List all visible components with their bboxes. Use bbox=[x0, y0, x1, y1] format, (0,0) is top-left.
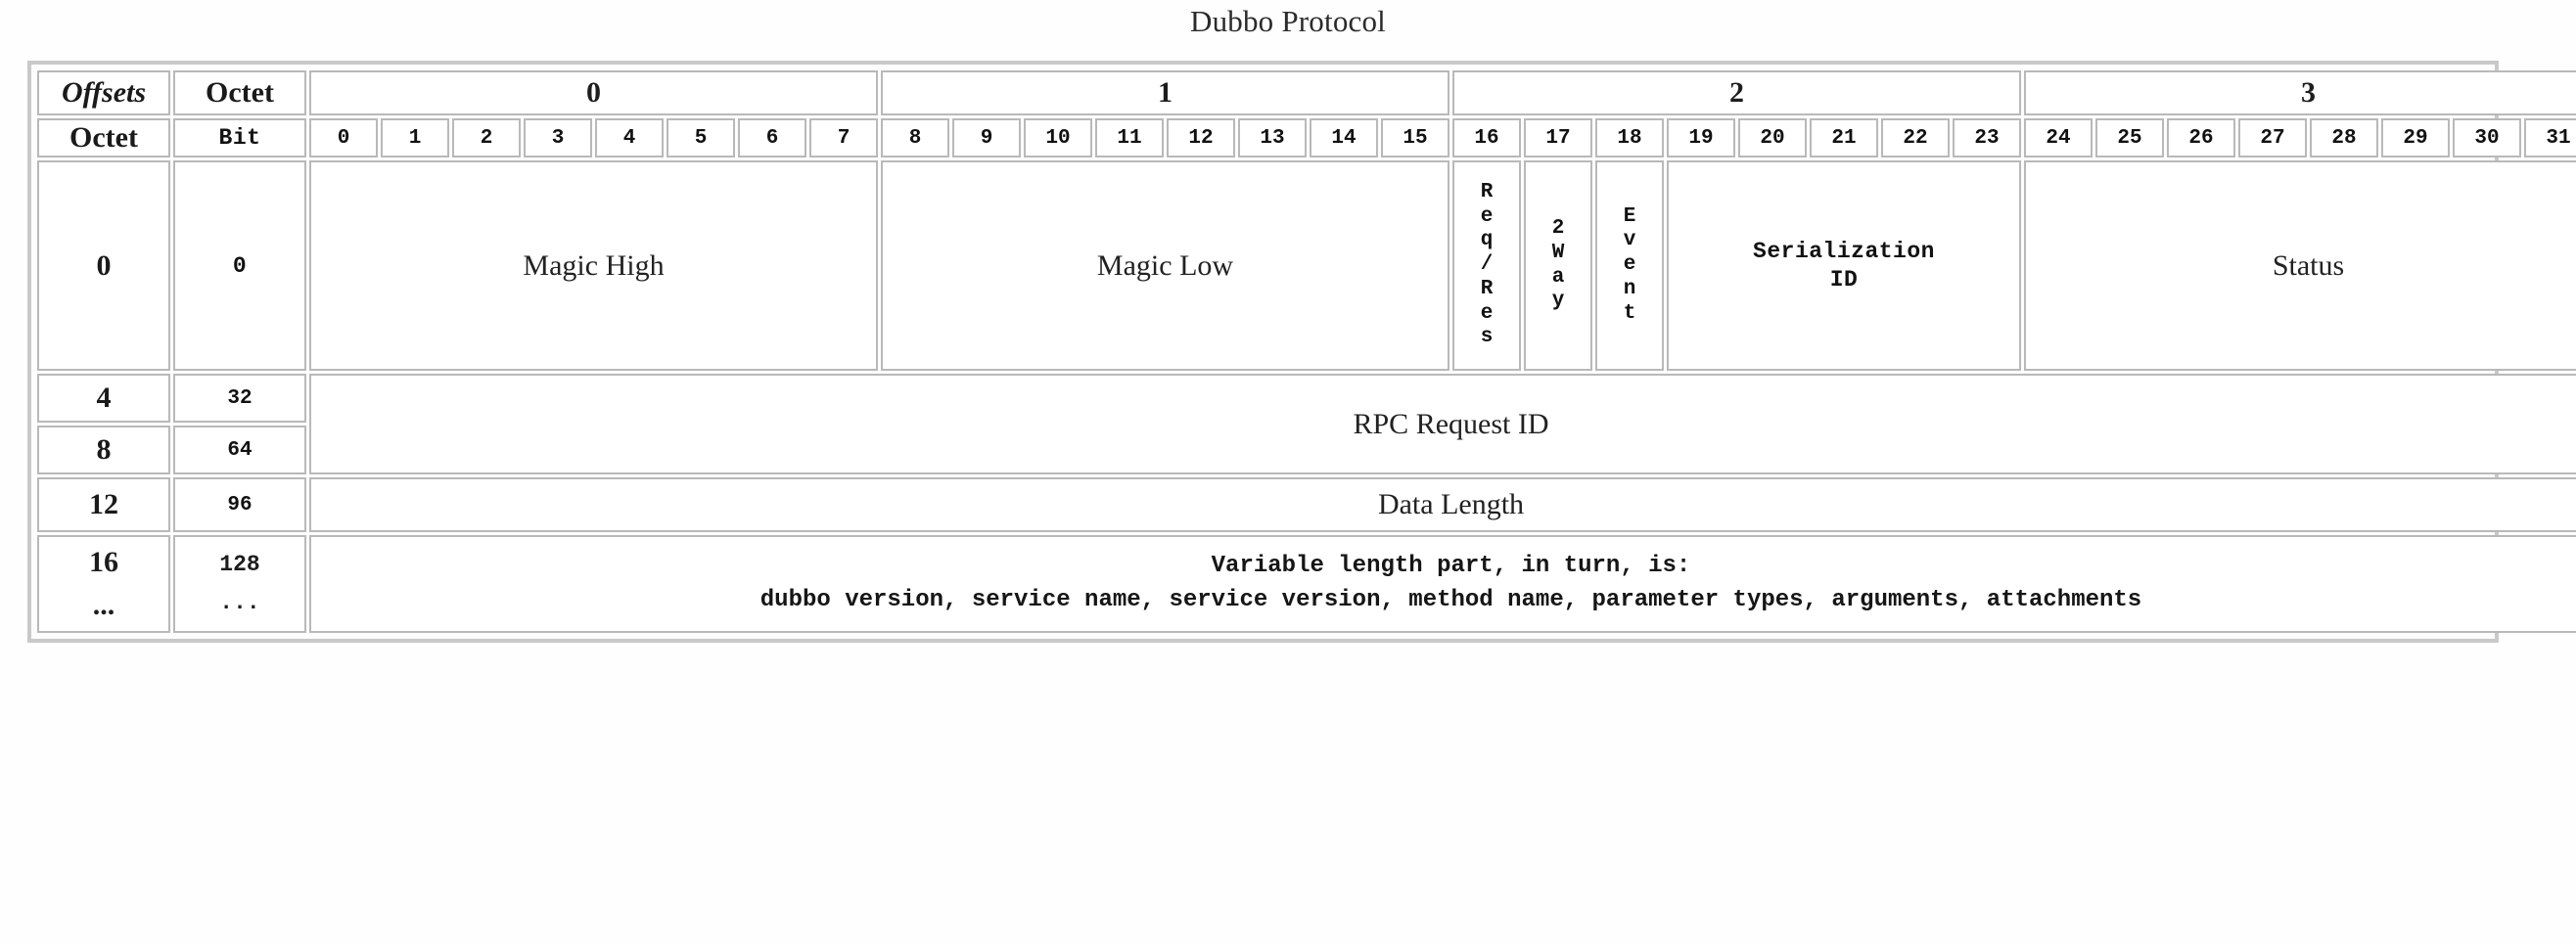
field-serialization-id-label: Serialization ID bbox=[1753, 238, 1935, 292]
bit-label-23: 23 bbox=[1953, 118, 2021, 157]
octet-header: Octet bbox=[173, 70, 306, 115]
req-res-char-2: q bbox=[1480, 229, 1494, 252]
row-octet-offset-12: 12 bbox=[37, 477, 170, 532]
two-way-char-1: W bbox=[1551, 241, 1565, 264]
req-res-char-6: s bbox=[1480, 326, 1494, 349]
bit-label-22: 22 bbox=[1881, 118, 1950, 157]
bit-label-6: 6 bbox=[738, 118, 806, 157]
octet-group-3: 3 bbox=[2024, 70, 2576, 115]
two-way-char-3: y bbox=[1551, 290, 1565, 313]
field-variable-length-part-text: Variable length part, in turn, is: dubbo… bbox=[311, 546, 2576, 622]
row-bit-offset-128-stack: 128 ... bbox=[175, 537, 304, 631]
field-req-res-stack: R e q / R e s bbox=[1454, 162, 1519, 369]
field-two-way: 2 W a y bbox=[1524, 160, 1592, 371]
bit-label-13: 13 bbox=[1238, 118, 1307, 157]
req-res-char-0: R bbox=[1480, 180, 1494, 203]
row-bit-offset-128-value: 128 bbox=[219, 551, 260, 577]
bit-label-5: 5 bbox=[667, 118, 735, 157]
field-serialization-id: Serialization ID bbox=[1667, 160, 2021, 371]
bit-label-26: 26 bbox=[2167, 118, 2235, 157]
bit-label-9: 9 bbox=[952, 118, 1021, 157]
table-row-octet-0: 0 0 Magic High Magic Low R e q / R e s bbox=[37, 160, 2576, 371]
bit-label-8: 8 bbox=[881, 118, 949, 157]
field-event: E v e n t bbox=[1595, 160, 1664, 371]
bit-label-15: 15 bbox=[1381, 118, 1449, 157]
bit-label-19: 19 bbox=[1667, 118, 1735, 157]
variable-part-line-2: dubbo version, service name, service ver… bbox=[759, 587, 2142, 613]
row-bit-offset-64: 64 bbox=[173, 426, 306, 474]
octet-group-0: 0 bbox=[309, 70, 878, 115]
row-bit-offset-32: 32 bbox=[173, 374, 306, 423]
table-row-octet-16: 16 ... 128 ... Variable length part, in … bbox=[37, 535, 2576, 633]
octet-group-2: 2 bbox=[1452, 70, 2021, 115]
bit-label-12: 12 bbox=[1167, 118, 1235, 157]
header-row-bits: Octet Bit 0 1 2 3 4 5 6 7 8 9 10 11 12 1… bbox=[37, 118, 2576, 157]
req-res-char-5: e bbox=[1480, 301, 1494, 325]
req-res-char-1: e bbox=[1480, 204, 1494, 228]
row-octet-offset-4: 4 bbox=[37, 374, 170, 423]
req-res-char-3: / bbox=[1480, 253, 1494, 277]
bit-label-27: 27 bbox=[2238, 118, 2307, 157]
event-char-2: e bbox=[1623, 253, 1636, 277]
row-octet-offset-16: 16 ... bbox=[37, 535, 170, 633]
bit-label-17: 17 bbox=[1524, 118, 1592, 157]
bit-label-4: 4 bbox=[595, 118, 664, 157]
event-char-3: n bbox=[1623, 277, 1636, 300]
row-bit-offset-0: 0 bbox=[173, 160, 306, 371]
two-way-char-2: a bbox=[1551, 265, 1565, 289]
event-char-4: t bbox=[1623, 301, 1636, 325]
table-row-octet-12: 12 96 Data Length bbox=[37, 477, 2576, 532]
row-bit-offset-128: 128 ... bbox=[173, 535, 306, 633]
header-row-octet-groups: Offsets Octet 0 1 2 3 bbox=[37, 70, 2576, 115]
subheader-bit: Bit bbox=[173, 118, 306, 157]
bit-label-16: 16 bbox=[1452, 118, 1521, 157]
bit-label-7: 7 bbox=[809, 118, 878, 157]
row-octet-offset-0: 0 bbox=[37, 160, 170, 371]
bit-label-28: 28 bbox=[2310, 118, 2378, 157]
table-row-octet-4: 4 32 RPC Request ID bbox=[37, 374, 2576, 474]
bit-label-29: 29 bbox=[2381, 118, 2450, 157]
bit-label-25: 25 bbox=[2095, 118, 2164, 157]
bit-label-1: 1 bbox=[381, 118, 449, 157]
offsets-header: Offsets bbox=[37, 70, 170, 115]
bit-label-21: 21 bbox=[1810, 118, 1878, 157]
row-octet-offset-16-stack: 16 ... bbox=[39, 537, 168, 631]
subheader-octet: Octet bbox=[37, 118, 170, 157]
variable-part-line-1: Variable length part, in turn, is: bbox=[1211, 553, 1691, 580]
row-octet-offset-16-continuation: ... bbox=[92, 589, 115, 621]
bit-label-0: 0 bbox=[309, 118, 378, 157]
bit-label-2: 2 bbox=[452, 118, 521, 157]
bit-label-30: 30 bbox=[2453, 118, 2521, 157]
two-way-char-0: 2 bbox=[1551, 216, 1565, 240]
protocol-table-frame: Offsets Octet 0 1 2 3 Octet Bit 0 1 2 3 … bbox=[27, 61, 2576, 643]
field-data-length: Data Length bbox=[309, 477, 2576, 532]
bit-label-11: 11 bbox=[1095, 118, 1164, 157]
row-octet-offset-8: 8 bbox=[37, 426, 170, 474]
field-event-stack: E v e n t bbox=[1597, 162, 1662, 369]
field-magic-low: Magic Low bbox=[881, 160, 1449, 371]
table-row-octet-8: 8 64 bbox=[37, 426, 2576, 474]
bit-label-18: 18 bbox=[1595, 118, 1664, 157]
bit-label-31: 31 bbox=[2524, 118, 2576, 157]
field-two-way-stack: 2 W a y bbox=[1526, 162, 1590, 369]
event-char-1: v bbox=[1623, 229, 1636, 252]
bit-label-3: 3 bbox=[524, 118, 592, 157]
row-bit-offset-128-continuation: ... bbox=[219, 590, 260, 615]
field-magic-high: Magic High bbox=[309, 160, 878, 371]
req-res-char-4: R bbox=[1480, 277, 1494, 300]
page-title: Dubbo Protocol bbox=[1190, 4, 1386, 38]
row-bit-offset-96: 96 bbox=[173, 477, 306, 532]
bit-label-10: 10 bbox=[1024, 118, 1092, 157]
bit-label-14: 14 bbox=[1310, 118, 1378, 157]
field-req-res: R e q / R e s bbox=[1452, 160, 1521, 371]
field-variable-length-part: Variable length part, in turn, is: dubbo… bbox=[309, 535, 2576, 633]
field-rpc-request-id: RPC Request ID bbox=[309, 374, 2576, 474]
bit-label-20: 20 bbox=[1738, 118, 1807, 157]
protocol-table: Offsets Octet 0 1 2 3 Octet Bit 0 1 2 3 … bbox=[34, 67, 2576, 636]
bit-label-24: 24 bbox=[2024, 118, 2093, 157]
field-status: Status bbox=[2024, 160, 2576, 371]
row-octet-offset-16-value: 16 bbox=[89, 546, 118, 578]
octet-group-1: 1 bbox=[881, 70, 1449, 115]
event-char-0: E bbox=[1623, 204, 1636, 228]
